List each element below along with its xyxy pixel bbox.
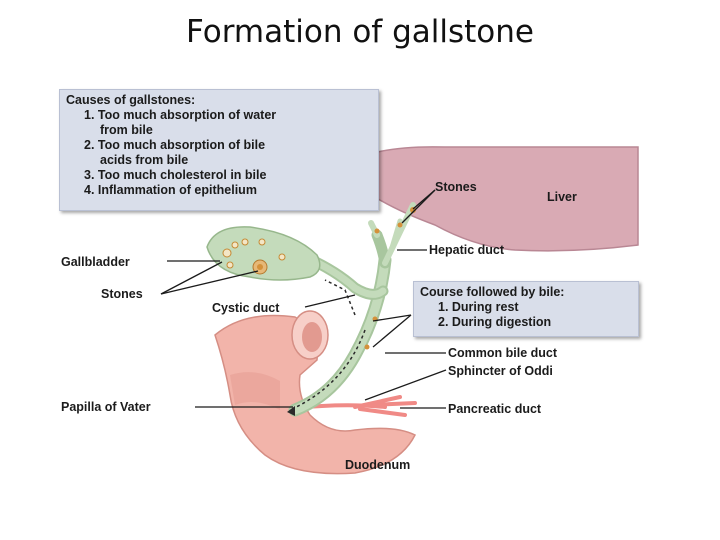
cause-item: 2. Too much absorption of bile: [84, 138, 266, 152]
cause-item: 3. Too much cholesterol in bile: [84, 168, 267, 182]
bile-ducts: [288, 202, 416, 417]
label-hepatic-duct: Hepatic duct: [429, 243, 505, 257]
course-item: 1. During rest: [438, 300, 519, 314]
label-gallbladder: Gallbladder: [61, 255, 130, 269]
label-duodenum: Duodenum: [345, 458, 411, 472]
label-common-bile-duct: Common bile duct: [448, 346, 558, 360]
label-stones-left: Stones: [101, 287, 143, 301]
cause-item: acids from bile: [100, 153, 189, 167]
causes-box: Causes of gallstones: 1. Too much absorp…: [59, 89, 379, 211]
label-cystic-duct: Cystic duct: [212, 301, 280, 315]
course-heading: Course followed by bile:: [420, 285, 565, 299]
causes-heading: Causes of gallstones:: [66, 93, 196, 107]
label-sphincter-of-oddi: Sphincter of Oddi: [448, 364, 553, 378]
gallbladder-shape: [206, 226, 321, 281]
leader-lines: [160, 189, 447, 409]
label-liver: Liver: [547, 190, 577, 204]
slide-title: Formation of gallstone: [186, 14, 534, 50]
liver-shape: [344, 146, 639, 252]
course-box: Course followed by bile: 1. During rest …: [413, 281, 639, 337]
label-stones-top: Stones: [435, 180, 477, 194]
anatomy-illustration: [160, 146, 639, 475]
duodenum-shape: [214, 310, 417, 475]
bile-flow-arrows: [289, 279, 366, 411]
cause-item: 1. Too much absorption of water: [84, 108, 277, 122]
label-pancreatic-duct: Pancreatic duct: [448, 402, 542, 416]
course-item: 2. During digestion: [438, 315, 552, 329]
label-papilla-of-vater: Papilla of Vater: [61, 400, 151, 414]
cause-item: from bile: [100, 123, 153, 137]
gallstone-figure: Causes of gallstones: 1. Too much absorp…: [55, 85, 645, 485]
cause-item: 4. Inflammation of epithelium: [84, 183, 257, 197]
